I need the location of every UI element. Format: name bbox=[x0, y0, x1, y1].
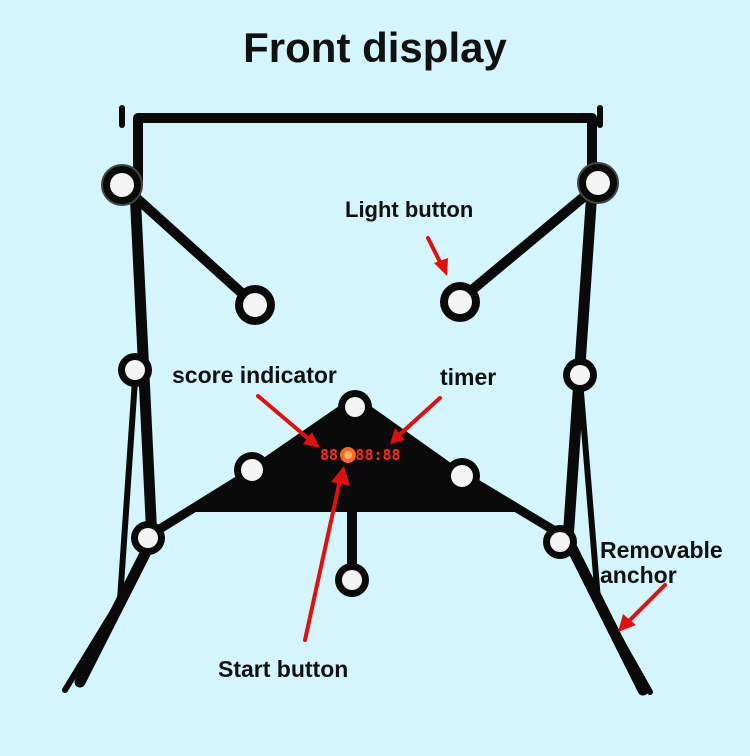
arrow-timer bbox=[390, 396, 442, 444]
light-button[interactable] bbox=[235, 285, 275, 325]
light-button[interactable] bbox=[118, 353, 152, 387]
arrow-start-button bbox=[303, 466, 350, 642]
light-button[interactable] bbox=[563, 358, 597, 392]
light-button[interactable] bbox=[543, 525, 577, 559]
light-button[interactable] bbox=[440, 282, 480, 322]
light-buttons bbox=[101, 162, 619, 597]
label-score-indicator: score indicator bbox=[172, 362, 337, 388]
light-button[interactable] bbox=[577, 162, 619, 204]
light-button[interactable] bbox=[131, 521, 165, 555]
arrow-light-button bbox=[426, 236, 448, 276]
timer-display: 88:88 bbox=[355, 446, 400, 464]
label-light-button: Light button bbox=[345, 197, 474, 222]
arrow-score-indicator bbox=[256, 394, 320, 448]
label-removable-anchor-line1: Removable bbox=[600, 537, 723, 563]
light-button[interactable] bbox=[444, 458, 480, 494]
start-button[interactable] bbox=[340, 447, 356, 463]
score-display: 88 bbox=[320, 446, 338, 464]
light-button[interactable] bbox=[101, 164, 143, 206]
light-button[interactable] bbox=[335, 563, 369, 597]
light-button[interactable] bbox=[234, 452, 270, 488]
annotation-arrows bbox=[256, 236, 667, 642]
arrow-removable-anchor bbox=[618, 583, 667, 632]
label-removable-anchor-line2: anchor bbox=[600, 562, 677, 588]
label-start-button: Start button bbox=[218, 656, 349, 682]
light-button[interactable] bbox=[338, 390, 372, 424]
label-timer: timer bbox=[440, 364, 497, 390]
page-title: Front display bbox=[243, 24, 507, 71]
